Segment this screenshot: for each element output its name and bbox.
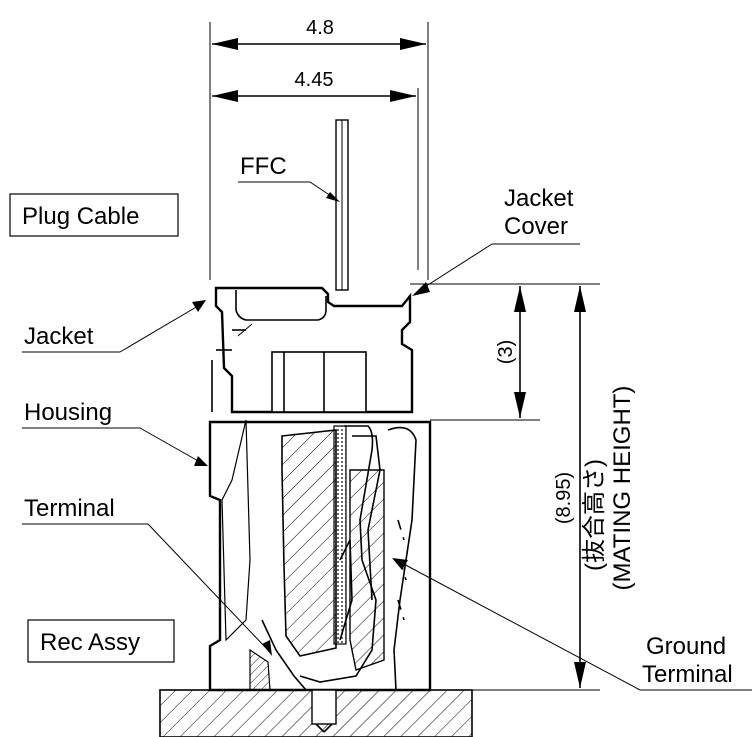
plug-jacket: [211, 286, 414, 414]
ground-terminal-label-line2: Terminal: [642, 661, 733, 688]
ffc-cable: [333, 119, 349, 645]
mating-height-en: (MATING HEIGHT): [609, 386, 636, 591]
plug-cable-label: Plug Cable: [22, 203, 139, 230]
jacket-label: Jacket: [24, 323, 94, 350]
mating-height-jp: (抜合高さ): [581, 459, 608, 571]
receptacle-housing: [208, 419, 432, 692]
width-dimensions: 4.8 4.45: [209, 17, 429, 280]
rec-assy-label: Rec Assy: [40, 629, 140, 656]
jacket-cover-callout: Jacket Cover: [412, 185, 580, 296]
plug-cable-callout: Plug Cable: [9, 193, 179, 237]
housing-label: Housing: [24, 399, 112, 426]
ffc-callout: FFC: [238, 153, 340, 202]
ground-terminal-callout: Ground Terminal: [392, 558, 752, 691]
housing-callout: Housing: [22, 399, 208, 466]
ground-terminal-label-line1: Ground: [646, 633, 726, 660]
ffc-label: FFC: [240, 153, 287, 180]
height-dimensions: (3) (8.95) (抜合高さ) (MATING HEIGHT): [410, 283, 636, 691]
mating-height-value: (8.95): [553, 472, 575, 524]
rec-assy-callout: Rec Assy: [27, 619, 175, 663]
jacket-cover-label-line2: Cover: [504, 213, 568, 240]
terminal-callout: Terminal: [22, 495, 272, 656]
terminal-label: Terminal: [24, 495, 115, 522]
inner-width-dimension: 4.45: [295, 69, 334, 91]
jacket-callout: Jacket: [22, 300, 206, 353]
overall-width-dimension: 4.8: [306, 17, 334, 39]
jacket-cover-label-line1: Jacket: [504, 185, 574, 212]
jacket-height-dimension: (3): [495, 340, 517, 364]
pcb-substrate: [159, 689, 473, 737]
